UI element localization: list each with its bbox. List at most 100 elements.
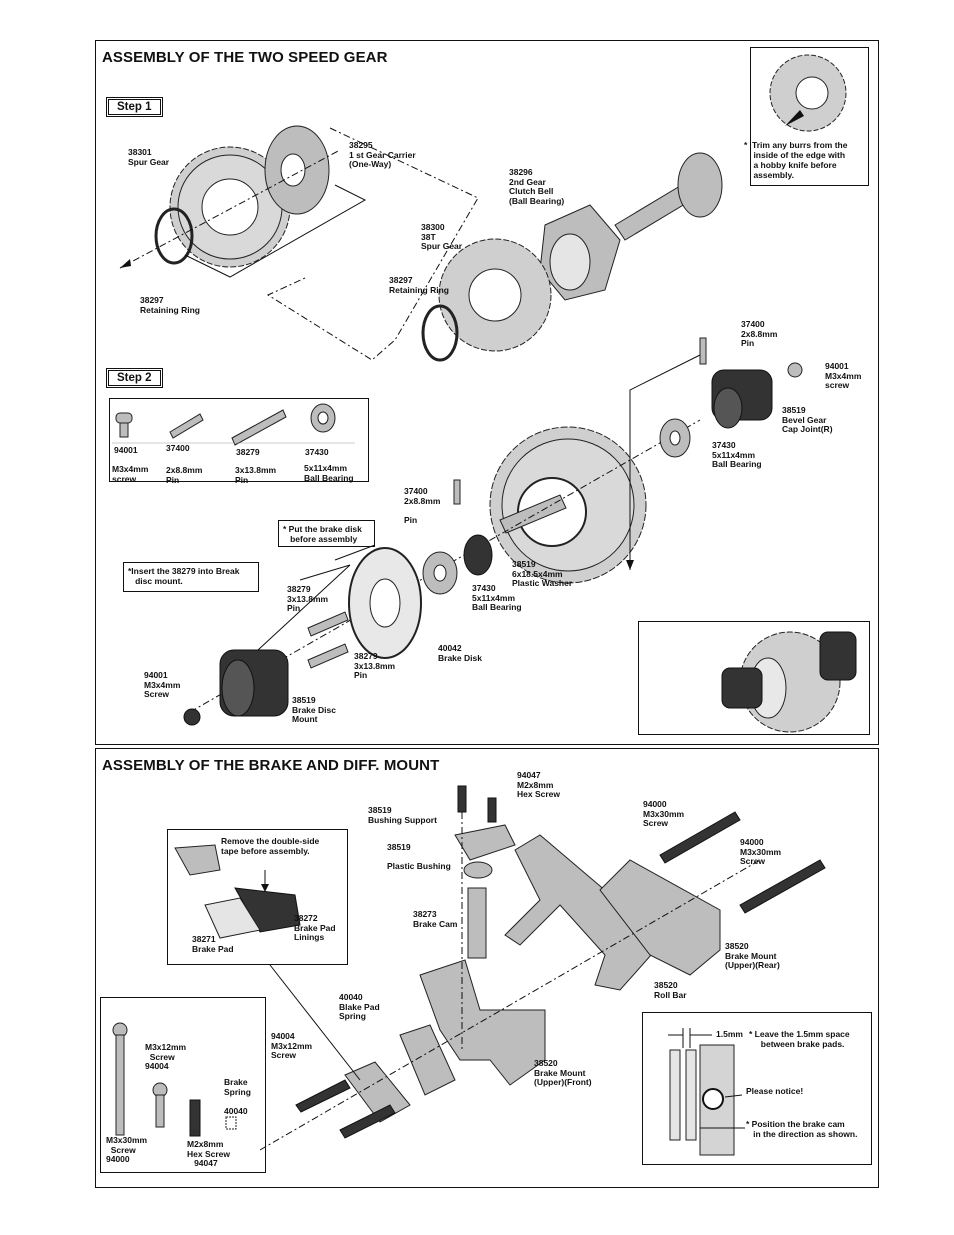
brake-mount-rear	[599, 859, 721, 976]
retaining-ring-b	[421, 304, 459, 362]
section-title: ASSEMBLY OF THE BRAKE AND DIFF. MOUNT	[102, 757, 440, 774]
gear-carrier-38295	[264, 125, 330, 215]
label-plastic-bushing: 38519 Plastic Bushing	[387, 842, 451, 871]
screw-key-inset	[100, 997, 266, 1173]
key-desc-37400: 2x8.8mm Pin	[166, 465, 203, 485]
assembled-gear-view	[721, 631, 857, 733]
spur-gear-38301	[169, 146, 291, 268]
key-screw-m3x12	[152, 1082, 168, 1128]
label-pin-a: 38279 3x13.8mm Pin	[287, 584, 329, 613]
label-screw-94000-a: 94000 M3x30mm Screw	[643, 799, 685, 828]
key-screw-m3x30	[112, 1022, 128, 1136]
key-spring	[225, 1116, 237, 1130]
insert-pin-note-box	[123, 562, 259, 592]
label-roll-bar: 38520 Roll Bar	[654, 980, 687, 1000]
step-2-label: Step 2	[106, 368, 163, 388]
hex-screws-94047	[457, 785, 497, 823]
key-spring: Brake Spring 40040	[224, 1077, 251, 1116]
label-pin-mid: 37400 2x8.8mm Pin	[404, 486, 441, 525]
label-pin-top: 37400 2x8.8mm Pin	[741, 319, 778, 348]
label-bearing-top: 37430 5x11x4mm Ball Bearing	[712, 440, 762, 469]
label-pad-linings: 38272 Brake Pad Linings	[294, 913, 336, 942]
screw-94001-top	[787, 362, 803, 378]
label-retaining-ring-b: 38297 Retaining Ring	[389, 275, 449, 295]
label-pad-spring: 40040 Blake Pad Spring	[339, 992, 380, 1021]
key-m3x30: M3x30mm Screw 94000	[106, 1135, 148, 1164]
label-brake-mount-rear: 38520 Brake Mount (Upper)(Rear)	[725, 941, 780, 970]
label-gear-carrier: 38295 1 st Gear Carrier (One-Way)	[349, 140, 416, 169]
key-pin-38279	[231, 409, 287, 446]
label-screw-94004: 94004 M3x12mm Screw	[271, 1031, 313, 1060]
key-code-37430: 37430	[305, 447, 329, 457]
label-spur-38t: 38300 38T Spur Gear	[421, 222, 463, 251]
screw-94001-bottom	[183, 708, 201, 726]
clutch-bell-38296	[539, 204, 621, 301]
key-code-38279: 38279	[236, 447, 260, 457]
washer-38519	[463, 534, 493, 576]
label-hex-screw: 94047 M2x8mm Hex Screw	[517, 770, 560, 799]
key-desc-38279: 3x13.8mm Pin	[235, 465, 277, 485]
axis-line	[119, 149, 341, 269]
spur-gear-38t	[438, 238, 552, 352]
key-hex-m2x8	[189, 1099, 201, 1137]
pin-38279-a	[307, 611, 349, 637]
notice-gap: 1.5mm	[716, 1029, 743, 1039]
plastic-bushing	[463, 861, 493, 879]
key-m2x8: M2x8mm Hex Screw 94047	[187, 1139, 230, 1168]
brake-mount-front	[419, 959, 546, 1086]
label-pin-b: 38279 3x13.8mm Pin	[354, 651, 396, 680]
step-1-label: Step 1	[106, 97, 163, 117]
put-brake-disk-note-box	[278, 520, 375, 547]
key-bearing-37430	[310, 403, 336, 433]
screws-94004	[295, 1079, 396, 1139]
two-speed-gear-panel: ASSEMBLY OF THE TWO SPEED GEAR	[95, 40, 879, 745]
pin-37400-mid	[453, 479, 461, 505]
notice-position: * Position the brake cam in the directio…	[746, 1119, 858, 1139]
label-bevel-cap: 38519 Bevel Gear Cap Joint(R)	[782, 405, 833, 434]
key-pin-37400	[169, 413, 204, 439]
key-m3x12: M3x12mm Screw 94004	[145, 1042, 187, 1071]
trim-note: * Trim any burrs from the inside of the …	[744, 140, 848, 180]
put-brake-disk-note: * Put the brake disk before assembly	[283, 524, 362, 544]
bearing-37430-mid	[422, 551, 458, 595]
brake-disc-mount-38519	[219, 649, 289, 717]
label-bushing-support: 38519 Bushing Support	[368, 805, 437, 825]
key-desc-37430: 5x11x4mm Ball Bearing	[304, 463, 354, 483]
key-screw-94001	[115, 412, 133, 438]
label-screw-top: 94001 M3x4mm screw	[825, 361, 862, 390]
pin-38279-b	[307, 643, 349, 669]
screw-94000-a	[659, 811, 741, 864]
label-disc-mount: 38519 Brake Disc Mount	[292, 695, 336, 724]
notice-drawing	[668, 1028, 745, 1156]
pinion-shaft	[614, 152, 723, 241]
pin-37400-top	[699, 337, 707, 365]
section-title: ASSEMBLY OF THE TWO SPEED GEAR	[102, 49, 388, 66]
bearing-37430-top	[659, 418, 691, 458]
brake-disk-40042	[348, 547, 422, 659]
key-desc-94001: M3x4mm screw	[112, 464, 149, 484]
insert-pin-note: *Insert the 38279 into Break disc mount.	[128, 566, 240, 586]
label-spur-gear: 38301 Spur Gear	[128, 147, 170, 167]
label-brake-pad: 38271 Brake Pad	[192, 934, 234, 954]
key-code-94001: 94001	[114, 445, 138, 455]
retaining-ring-a	[154, 207, 194, 265]
notice-please: Please notice!	[746, 1086, 804, 1096]
label-brake-mount-front: 38520 Brake Mount (Upper)(Front)	[534, 1058, 592, 1087]
tape-pad-drawings	[174, 844, 301, 939]
label-screw-bottom: 94001 M3x4mm Screw	[144, 670, 181, 699]
bushing-support	[454, 824, 516, 861]
label-washer: 38519 6x18.5x4mm Plastic Washer	[512, 559, 573, 588]
brake-cam-38273	[467, 887, 487, 959]
notice-leave: * Leave the 1.5mm space between brake pa…	[749, 1029, 850, 1049]
label-retaining-ring-a: 38297 Retaining Ring	[140, 295, 200, 315]
tape-note: Remove the double-side tape before assem…	[221, 836, 320, 856]
trim-gear-detail	[769, 54, 847, 132]
label-clutch-bell: 38296 2nd Gear Clutch Bell (Ball Bearing…	[509, 167, 565, 206]
label-bearing-mid: 37430 5x11x4mm Ball Bearing	[472, 583, 522, 612]
label-brake-cam: 38273 Brake Cam	[413, 909, 458, 929]
brake-diff-mount-panel: ASSEMBLY OF THE BRAKE AND DIFF. MOUNT	[95, 748, 879, 1188]
bevel-cap-38519	[711, 369, 773, 429]
label-brake-disk: 40042 Brake Disk	[438, 643, 482, 663]
brake-pads	[344, 1024, 456, 1123]
